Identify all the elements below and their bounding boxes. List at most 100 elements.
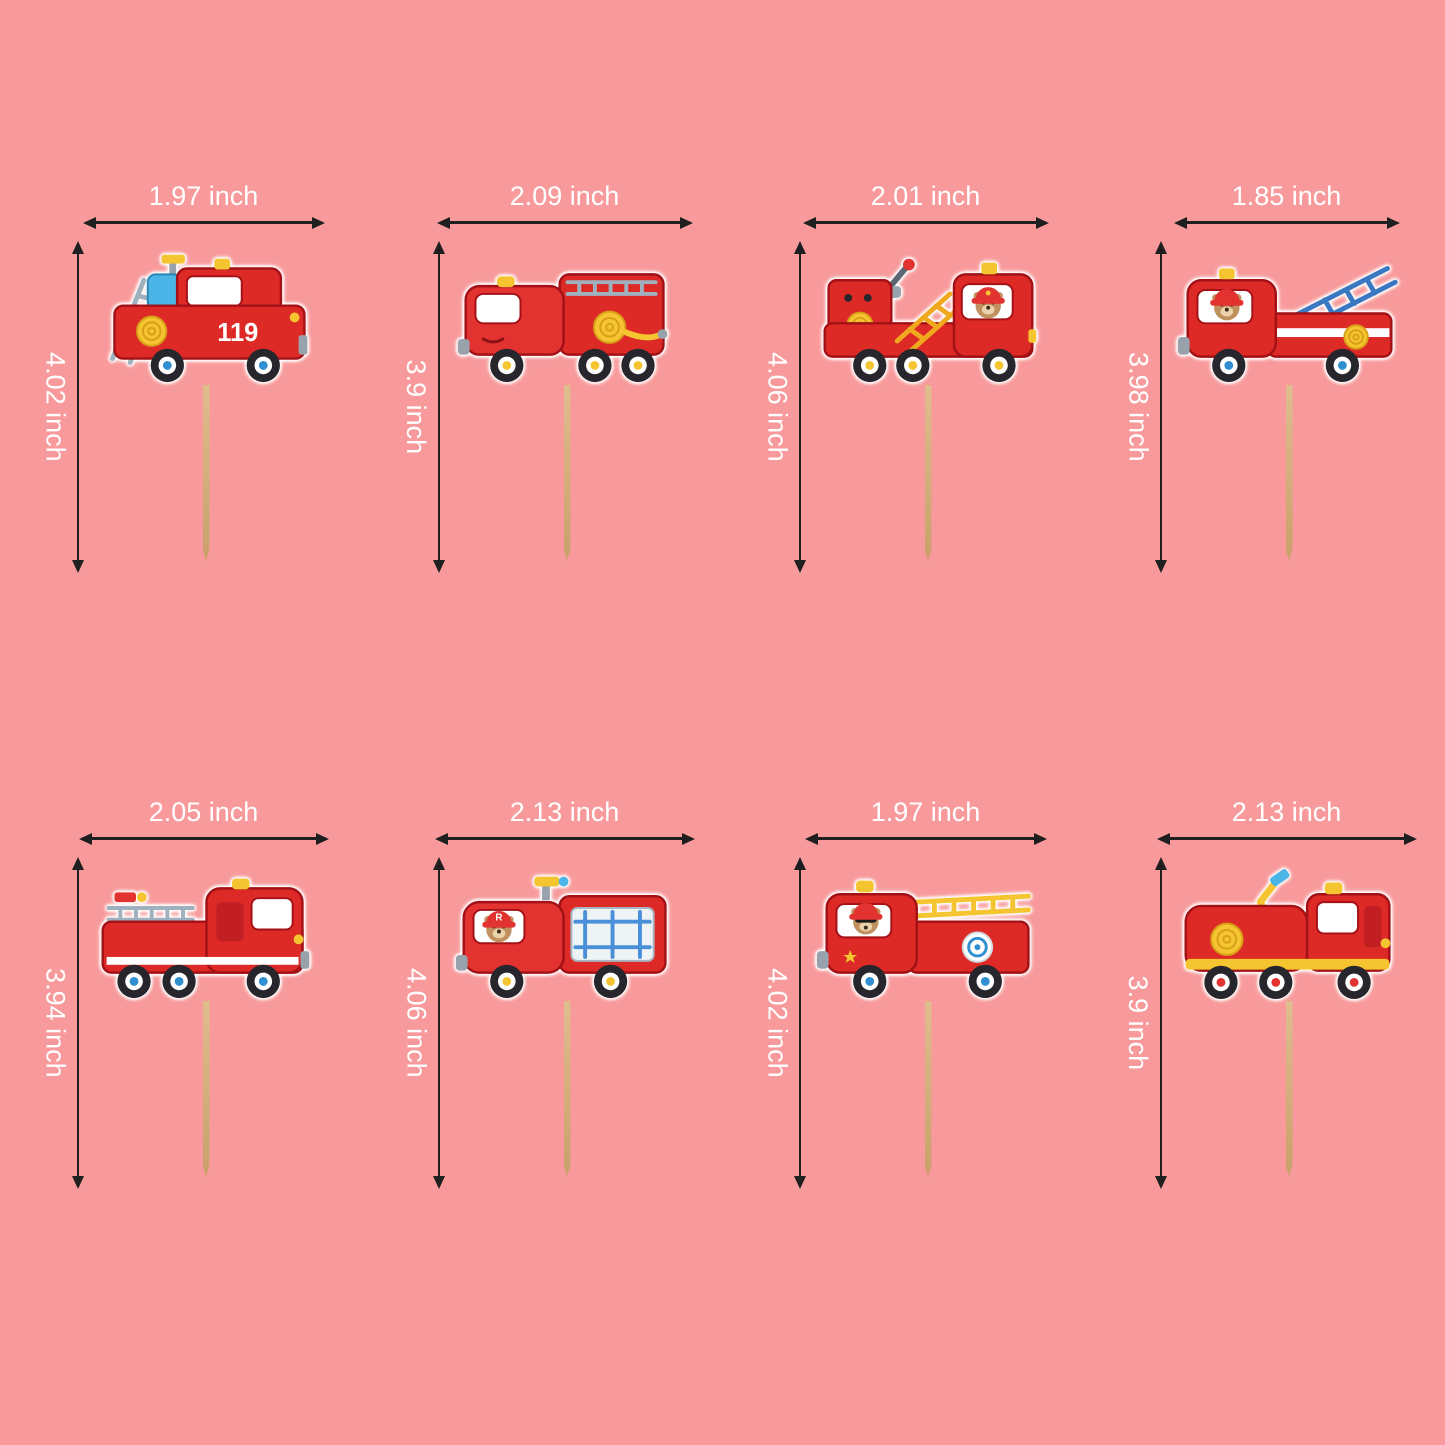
topper-figure-7: 1.97 inch 4.02 inch: [722, 722, 1083, 1445]
hose-coil: [592, 310, 626, 344]
truck-body: [112, 304, 306, 360]
width-label: 2.09 inch: [509, 181, 620, 211]
knob: [843, 293, 852, 302]
height-label: 4.06 inch: [401, 967, 432, 1078]
wheel: [489, 964, 523, 998]
bumper: [455, 954, 468, 971]
wheel: [150, 348, 184, 382]
beacon-light: [231, 878, 250, 890]
hose-coil: [1209, 922, 1243, 956]
wheel: [1325, 348, 1359, 382]
yellow-skirt: [1185, 958, 1389, 970]
height-dimension: 4.02 inch: [760, 856, 807, 1189]
wheel: [161, 964, 196, 998]
topper-figure-1: 1.97 inch 4.02 inch: [0, 0, 361, 722]
hose-coil: [1342, 323, 1369, 350]
height-dimension: 4.02 inch: [38, 240, 85, 573]
headlight: [293, 934, 303, 944]
width-dimension: 1.85 inch: [1173, 181, 1400, 229]
wheel: [246, 964, 280, 998]
wheel: [1203, 965, 1238, 999]
topper-row-2: 2.05 inch 3.94 inch: [0, 722, 1445, 1445]
wheel: [895, 348, 929, 382]
decal-text-119: 119: [217, 319, 258, 347]
bear-driver-sunglasses: [848, 902, 882, 935]
fire-truck-sticker: 119: [89, 241, 324, 388]
fire-helmet: [1213, 288, 1240, 302]
wheel: [489, 348, 523, 382]
helmet-letter: R: [495, 912, 502, 923]
width-label: 2.05 inch: [148, 797, 259, 827]
topper-row-1: 1.97 inch 4.02 inch: [0, 0, 1445, 722]
width-dimension: 2.13 inch: [434, 797, 695, 845]
hose-tail: [621, 328, 662, 341]
fire-truck-sticker: [89, 857, 324, 1004]
roof-ladder: [913, 893, 1031, 918]
height-label: 3.9 inch: [1123, 975, 1154, 1070]
fire-truck-rack-illustration: [100, 878, 309, 998]
wheel: [1258, 965, 1292, 999]
panel-ladder: [572, 909, 652, 959]
cupcake-topper: [1172, 241, 1407, 561]
height-label: 4.02 inch: [762, 967, 793, 1078]
fire-tanker-hose-illustration: [1183, 868, 1391, 999]
height-label: 3.9 inch: [401, 359, 432, 454]
horizontal-arrow: [82, 216, 325, 229]
topper-figure-6: 2.13 inch 4.06 inch: [361, 722, 722, 1445]
beacon-light: [1324, 882, 1342, 894]
toothpick: [1285, 384, 1293, 561]
bear-firefighter: [971, 286, 1005, 319]
wheel: [116, 964, 151, 998]
hose-nozzle: [1256, 868, 1289, 906]
fire-truck-face-hose-illustration: [457, 272, 667, 382]
cupcake-topper: [89, 857, 324, 1177]
fire-truck-sticker: [450, 241, 685, 388]
height-dimension: 4.06 inch: [399, 856, 446, 1189]
wheel: [577, 348, 612, 382]
vertical-arrow: [794, 856, 807, 1189]
wheel: [852, 964, 886, 998]
cupcake-topper: R: [450, 857, 685, 1177]
toothpick: [563, 384, 571, 561]
fire-truck-bear-cannon-illustration: [822, 258, 1036, 382]
bumper: [300, 950, 309, 969]
windshield: [1315, 900, 1359, 935]
wheel: [246, 348, 280, 382]
toothpick: [924, 1000, 932, 1177]
beacon-light: [1218, 268, 1235, 279]
bumper: [1177, 336, 1190, 355]
cupcake-topper: [811, 857, 1046, 1177]
vertical-arrow: [72, 856, 85, 1189]
toothpick: [563, 1000, 571, 1177]
horizontal-arrow: [1173, 216, 1400, 229]
hose-coil: [135, 315, 167, 347]
headlight: [1380, 938, 1390, 948]
height-label: 3.98 inch: [1123, 351, 1154, 462]
horizontal-arrow: [434, 832, 695, 845]
vertical-arrow: [1155, 856, 1168, 1189]
cupcake-topper: [450, 241, 685, 561]
toothpick: [202, 384, 210, 561]
smile: [481, 337, 504, 344]
cupcake-topper: [811, 241, 1046, 561]
width-dimension: 2.13 inch: [1156, 797, 1417, 845]
roof-nozzle: [533, 876, 568, 900]
beacon-light: [213, 258, 230, 270]
windshield: [185, 275, 243, 307]
vertical-arrow: [72, 240, 85, 573]
roof-ladder: [565, 279, 658, 296]
fire-truck-sticker: [1172, 857, 1407, 1004]
hose-roundel: [961, 931, 993, 963]
roof-nozzle: [160, 254, 185, 276]
height-dimension: 3.9 inch: [399, 240, 446, 573]
vertical-arrow: [433, 240, 446, 573]
wheel: [620, 348, 655, 382]
topper-figure-5: 2.05 inch 3.94 inch: [0, 722, 361, 1445]
vertical-arrow: [1155, 240, 1168, 573]
vertical-arrow: [794, 240, 807, 573]
wheel: [968, 964, 1002, 998]
height-dimension: 3.98 inch: [1121, 240, 1168, 573]
knob: [863, 293, 872, 302]
cupcake-topper: 119: [89, 241, 324, 561]
